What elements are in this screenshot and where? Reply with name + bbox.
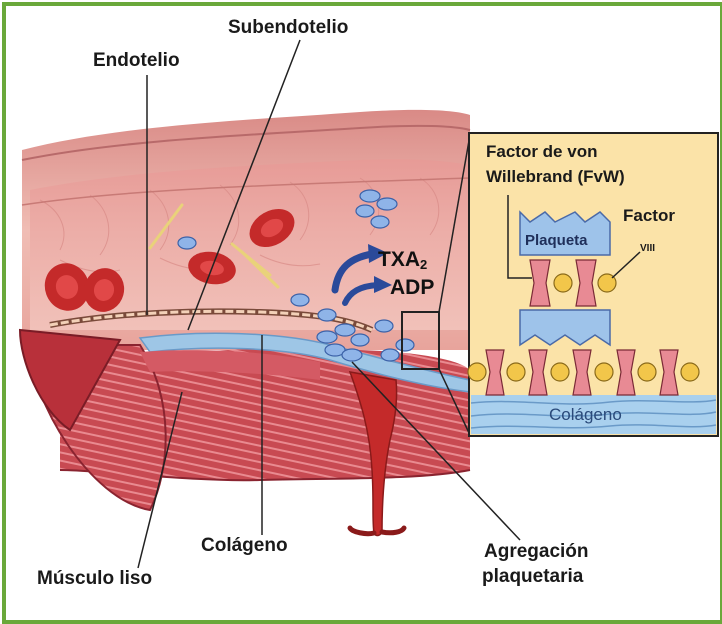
label-adp: ADP [390, 276, 434, 300]
inset-factor-label: Factor [623, 206, 675, 226]
label-endotelio: Endotelio [93, 50, 180, 72]
inset-factor-viii-label: VIII [640, 243, 655, 254]
label-subendotelio: Subendotelio [228, 17, 348, 39]
txa-text: TXA [378, 248, 420, 271]
inset-plaqueta-label: Plaqueta [525, 232, 588, 249]
inset-title-line2: Willebrand (FvW) [486, 167, 625, 187]
label-agregacion: Agregación [484, 541, 589, 563]
inset-title-line1: Factor de von [486, 142, 597, 162]
label-plaquetaria: plaquetaria [482, 566, 583, 588]
label-colageno: Colágeno [201, 535, 288, 557]
label-musculo-liso: Músculo liso [37, 568, 152, 590]
txa-subscript: 2 [420, 257, 427, 272]
inset-colageno-label: Colágeno [549, 405, 622, 425]
label-txa2: TXA2 [378, 248, 427, 272]
